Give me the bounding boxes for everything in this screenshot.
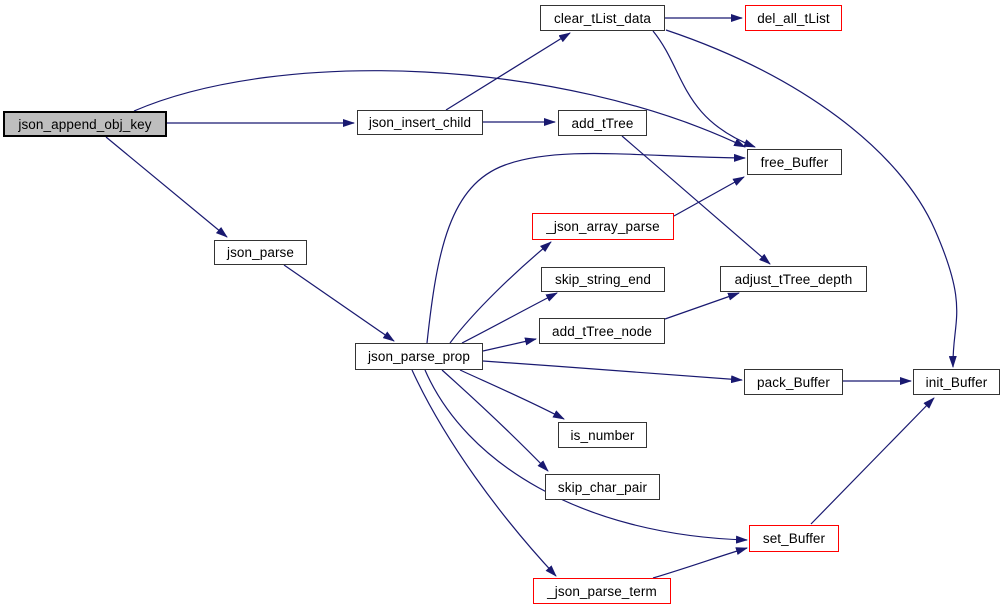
edge-json_parse-json_parse_prop xyxy=(283,264,395,342)
node-label: skip_char_pair xyxy=(557,479,648,495)
node-skip_char_pair[interactable]: skip_char_pair xyxy=(545,474,660,500)
node-label: add_tTree_node xyxy=(552,323,652,339)
edge-clear_tList_data-free_Buffer xyxy=(652,30,756,148)
node-label: del_all_tList xyxy=(757,10,830,26)
node-del_all_tList[interactable]: del_all_tList xyxy=(745,5,842,31)
edge-json_parse_prop-is_number xyxy=(459,369,565,420)
edge-json_parse_prop-_json_array_parse xyxy=(449,241,552,344)
node-label: init_Buffer xyxy=(925,374,988,390)
edge-json_parse_prop-add_tTree_node xyxy=(482,337,537,352)
node-label: is_number xyxy=(570,427,635,443)
node-label: json_parse xyxy=(226,245,295,260)
node-json_parse_prop[interactable]: json_parse_prop xyxy=(355,343,483,370)
node-adjust_tTree_depth[interactable]: adjust_tTree_depth xyxy=(720,266,867,292)
edge-json_parse_prop-pack_Buffer xyxy=(482,360,743,384)
node-add_tTree_node[interactable]: add_tTree_node xyxy=(539,318,665,344)
node-_json_array_parse[interactable]: _json_array_parse xyxy=(532,213,674,240)
edge-add_tTree-adjust_tTree_depth xyxy=(621,135,771,265)
edge-json_parse_prop-set_Buffer xyxy=(424,369,748,544)
node-label: clear_tList_data xyxy=(554,10,651,26)
node-set_Buffer[interactable]: set_Buffer xyxy=(749,525,839,552)
node-label: set_Buffer xyxy=(762,531,826,546)
edge-json_append_obj_key-free_Buffer xyxy=(133,70,746,148)
node-json_parse[interactable]: json_parse xyxy=(214,240,307,265)
node-label: _json_array_parse xyxy=(546,219,660,234)
edge-json_parse_prop-skip_string_end xyxy=(461,292,558,344)
node-_json_parse_term[interactable]: _json_parse_term xyxy=(533,578,671,604)
node-label: _json_parse_term xyxy=(547,583,657,599)
edge-set_Buffer-init_Buffer xyxy=(810,397,935,525)
node-label: add_tTree xyxy=(571,115,634,131)
node-label: json_append_obj_key xyxy=(18,116,152,132)
edge-json_insert_child-clear_tList_data xyxy=(445,32,571,111)
node-json_insert_child[interactable]: json_insert_child xyxy=(357,110,483,135)
edge-json_parse_prop-_json_parse_term xyxy=(411,369,557,577)
edge-json_parse_prop-skip_char_pair xyxy=(441,369,549,472)
edge-add_tTree_node-adjust_tTree_depth xyxy=(664,292,740,320)
edge-_json_parse_term-set_Buffer xyxy=(652,547,748,579)
node-label: json_parse_prop xyxy=(367,349,471,364)
edge-json_parse_prop-free_Buffer xyxy=(426,152,746,344)
node-init_Buffer[interactable]: init_Buffer xyxy=(913,369,1000,395)
node-skip_string_end[interactable]: skip_string_end xyxy=(541,267,665,292)
edge-_json_array_parse-free_Buffer xyxy=(673,176,745,217)
node-is_number[interactable]: is_number xyxy=(558,422,647,448)
node-pack_Buffer[interactable]: pack_Buffer xyxy=(744,369,843,395)
node-free_Buffer[interactable]: free_Buffer xyxy=(747,149,842,175)
node-label: skip_string_end xyxy=(554,272,652,287)
node-label: pack_Buffer xyxy=(757,374,830,390)
node-clear_tList_data[interactable]: clear_tList_data xyxy=(540,5,665,31)
node-json_append_obj_key: json_append_obj_key xyxy=(3,111,167,137)
edge-clear_tList_data-init_Buffer xyxy=(665,29,958,368)
node-label: adjust_tTree_depth xyxy=(734,271,853,287)
edge-json_append_obj_key-json_parse xyxy=(105,136,228,238)
node-add_tTree[interactable]: add_tTree xyxy=(558,110,647,136)
node-label: json_insert_child xyxy=(368,115,472,130)
node-label: free_Buffer xyxy=(760,154,829,170)
